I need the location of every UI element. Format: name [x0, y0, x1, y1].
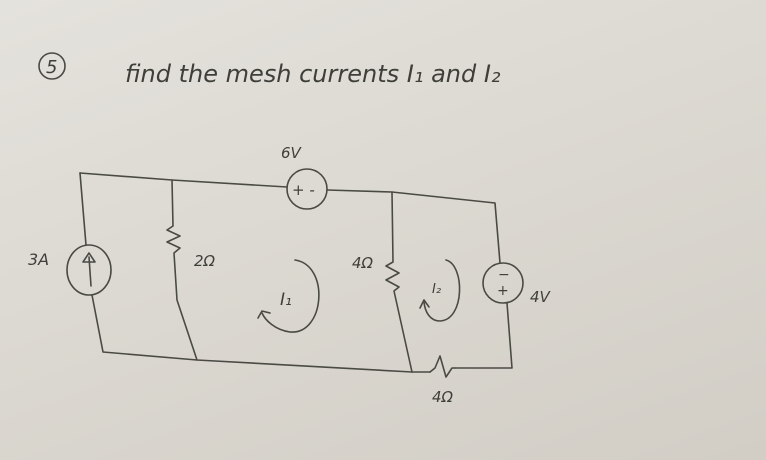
resistor-4ohm-bottom-label: 4Ω	[432, 388, 454, 406]
voltage-source-4v-plus: +	[497, 283, 509, 299]
voltage-source-4v-label: 4V	[530, 288, 552, 306]
wire-left	[79, 172, 87, 246]
problem-statement: find the mesh currents I₁ and I₂	[125, 60, 501, 88]
mesh2-loop-arrow-icon	[419, 259, 461, 322]
wire-left-lower	[91, 294, 431, 373]
resistor-4ohm-middle-label: 4Ω	[352, 254, 374, 272]
resistor-4ohm-bottom	[429, 355, 456, 378]
resistor-4ohm-middle	[385, 191, 413, 373]
current-source-label: 3A	[28, 250, 49, 269]
voltage-source-6v-label: 6V	[281, 144, 303, 162]
problem-number: 5	[38, 52, 66, 80]
voltage-source-4v: − +	[482, 262, 524, 304]
current-source-3a	[66, 244, 112, 296]
resistor-2ohm	[166, 179, 198, 361]
wire-top-left	[79, 172, 288, 188]
mesh1-label: I₁	[280, 290, 292, 310]
voltage-source-6v: + -	[286, 168, 328, 210]
mesh2-label: I₂	[432, 282, 441, 297]
resistor-2ohm-label: 2Ω	[194, 252, 216, 270]
wire-bottom-right	[454, 302, 513, 369]
problem-number-text: 5	[46, 57, 57, 78]
voltage-source-4v-minus: −	[498, 267, 510, 283]
mesh1-loop-arrow-icon	[257, 259, 320, 333]
wire-top-right	[326, 189, 501, 264]
voltage-source-6v-polarity: + -	[292, 181, 315, 199]
